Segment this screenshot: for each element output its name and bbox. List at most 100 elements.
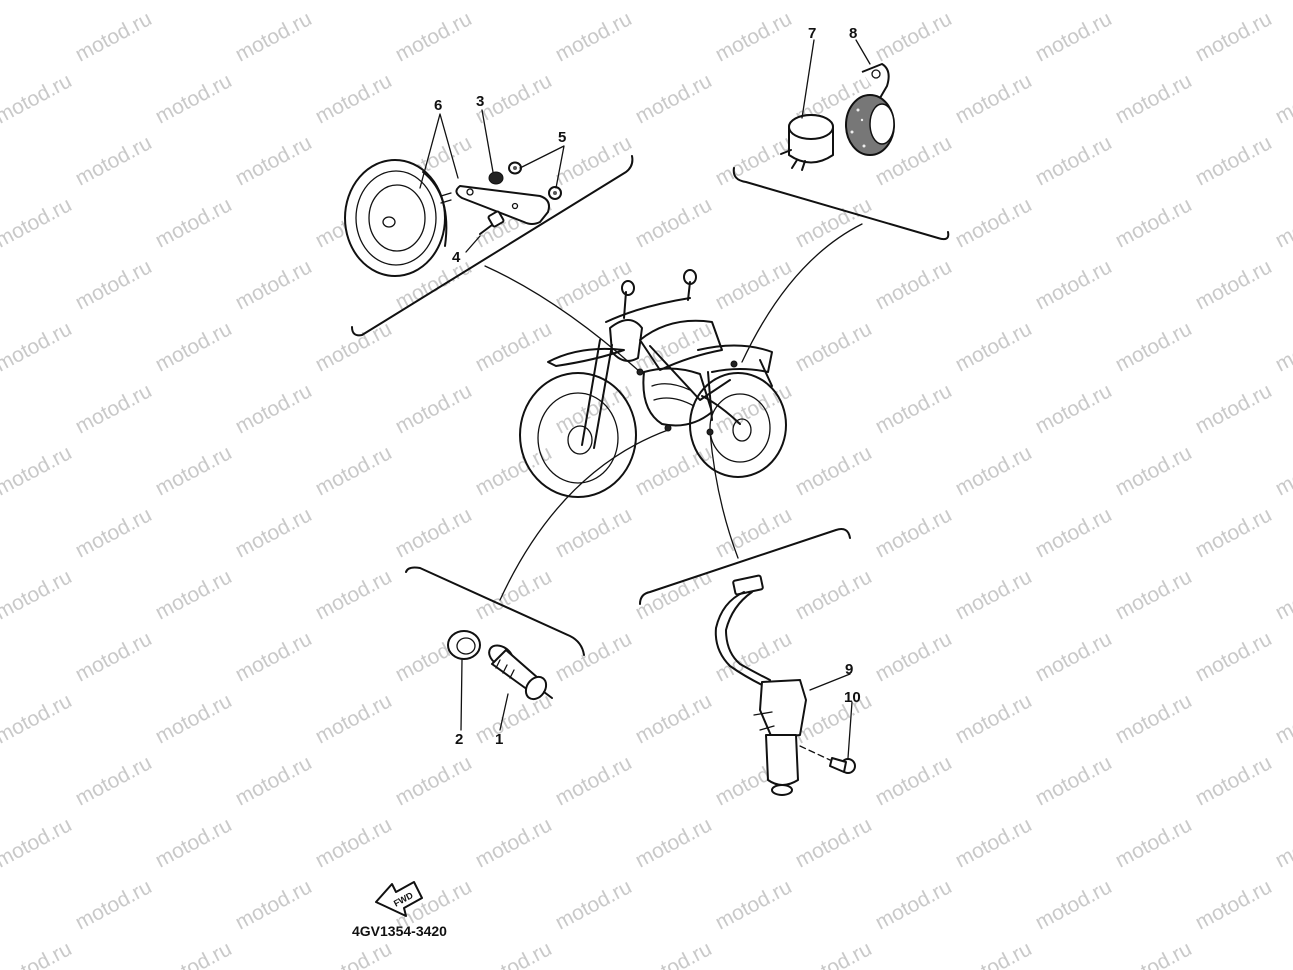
watermark-text: motod.ru [872, 503, 956, 562]
watermark-text: motod.ru [152, 69, 236, 128]
neutral-switch-group-bracket [405, 566, 585, 656]
neutral-switch [488, 644, 553, 701]
watermark-text: motod.ru [792, 813, 876, 872]
watermark-text: motod.ru [392, 751, 476, 810]
watermark-text: motod.ru [1112, 689, 1196, 748]
watermark-text: motod.ru [792, 937, 876, 970]
watermark-text: motod.ru [312, 441, 396, 500]
watermark-text: motod.ru [232, 627, 316, 686]
watermark-text: motod.ru [632, 813, 716, 872]
watermark-text: motod.ru [1272, 0, 1293, 4]
flasher-group-bracket [732, 167, 950, 241]
watermark-text: motod.ru [632, 193, 716, 252]
neutral-switch-gasket [447, 630, 481, 660]
watermark-text: motod.ru [0, 193, 76, 252]
watermark-text: motod.ru [152, 813, 236, 872]
watermark-text: motod.ru [1112, 193, 1196, 252]
watermark-text: motod.ru [72, 379, 156, 438]
flasher-rubber-bracket [845, 63, 895, 156]
watermark-text: motod.ru [1032, 379, 1116, 438]
horn-leader-line [484, 265, 641, 373]
watermark-text: motod.ru [872, 379, 956, 438]
watermark-text: motod.ru [952, 813, 1036, 872]
watermark-text: motod.ru [792, 193, 876, 252]
watermark-text: motod.ru [152, 0, 236, 4]
forward-arrow-icon: FWD [375, 881, 423, 917]
watermark-text: motod.ru [0, 689, 76, 748]
watermark-text: motod.ru [792, 441, 876, 500]
watermark-text: motod.ru [0, 0, 76, 4]
watermark-text: motod.ru [0, 317, 76, 376]
watermark-text: motod.ru [1192, 503, 1276, 562]
watermark-text: motod.ru [632, 937, 716, 970]
watermark-text: motod.ru [1272, 689, 1293, 748]
sidestand-switch [714, 574, 807, 796]
callout-9: 9 [845, 661, 853, 678]
watermark-text: motod.ru [472, 0, 556, 4]
watermark-text: motod.ru [632, 441, 716, 500]
watermark-text: motod.ru [1032, 751, 1116, 810]
watermark-text: motod.ru [552, 503, 636, 562]
watermark-text: motod.ru [1112, 441, 1196, 500]
watermark-text: motod.ru [72, 875, 156, 934]
watermark-text: motod.ru [72, 751, 156, 810]
watermark-text: motod.ru [72, 7, 156, 66]
watermark-text: motod.ru [792, 0, 876, 4]
watermark-text: motod.ru [0, 937, 76, 970]
watermark-text: motod.ru [152, 937, 236, 970]
watermark-text: motod.ru [312, 0, 396, 4]
callout-5: 5 [558, 129, 566, 146]
watermark-text: motod.ru [392, 503, 476, 562]
callout-2: 2 [455, 731, 463, 748]
watermark-text: motod.ru [712, 131, 796, 190]
watermark-text: motod.ru [1032, 131, 1116, 190]
watermark-text: motod.ru [232, 255, 316, 314]
watermark-text: motod.ru [872, 875, 956, 934]
watermark-text: motod.ru [632, 0, 716, 4]
watermark-text: motod.ru [1112, 565, 1196, 624]
watermark-text: motod.ru [1112, 937, 1196, 970]
watermark-text: motod.ru [232, 379, 316, 438]
watermark-text: motod.ru [472, 317, 556, 376]
watermark-text: motod.ru [152, 193, 236, 252]
watermark-text: motod.ru [792, 317, 876, 376]
watermark-text: motod.ru [1272, 813, 1293, 872]
watermark-text: motod.ru [232, 503, 316, 562]
watermark-text: motod.ru [1112, 317, 1196, 376]
watermark-text: motod.ru [312, 317, 396, 376]
watermark-text: motod.ru [1192, 751, 1276, 810]
watermark-text: motod.ru [1032, 255, 1116, 314]
watermark-text: motod.ru [0, 813, 76, 872]
watermark-text: motod.ru [792, 565, 876, 624]
horn-group-bracket [351, 155, 634, 337]
watermark-text: motod.ru [632, 689, 716, 748]
watermark-text: motod.ru [72, 503, 156, 562]
watermark-text: motod.ru [552, 627, 636, 686]
watermark-text: motod.ru [312, 565, 396, 624]
watermark-text: motod.ru [1192, 255, 1276, 314]
watermark-text: motod.ru [1192, 131, 1276, 190]
watermark-text: motod.ru [1032, 627, 1116, 686]
part-code: 4GV1354-3420 [352, 923, 447, 939]
watermark-text: motod.ru [1192, 379, 1276, 438]
watermark-text: motod.ru [0, 565, 76, 624]
callout-leaders [419, 39, 871, 759]
watermark-text: motod.ru [232, 751, 316, 810]
watermark-text: motod.ru [1272, 565, 1293, 624]
watermark-text: motod.ru [952, 193, 1036, 252]
watermark-text: motod.ru [1272, 193, 1293, 252]
watermark-text: motod.ru [1112, 69, 1196, 128]
callout-3: 3 [476, 93, 484, 110]
watermark-text: motod.ru [712, 627, 796, 686]
watermark-text: motod.ru [1192, 627, 1276, 686]
watermark-text: motod.ru [552, 7, 636, 66]
watermark-text: motod.ru [152, 689, 236, 748]
callout-1: 1 [495, 731, 503, 748]
watermark-text: motod.ru [0, 441, 76, 500]
watermark-text: motod.ru [952, 0, 1036, 4]
flasher-relay [780, 114, 834, 171]
watermark-text: motod.ru [312, 813, 396, 872]
watermark-text: motod.ru [232, 131, 316, 190]
callout-8: 8 [849, 25, 857, 42]
